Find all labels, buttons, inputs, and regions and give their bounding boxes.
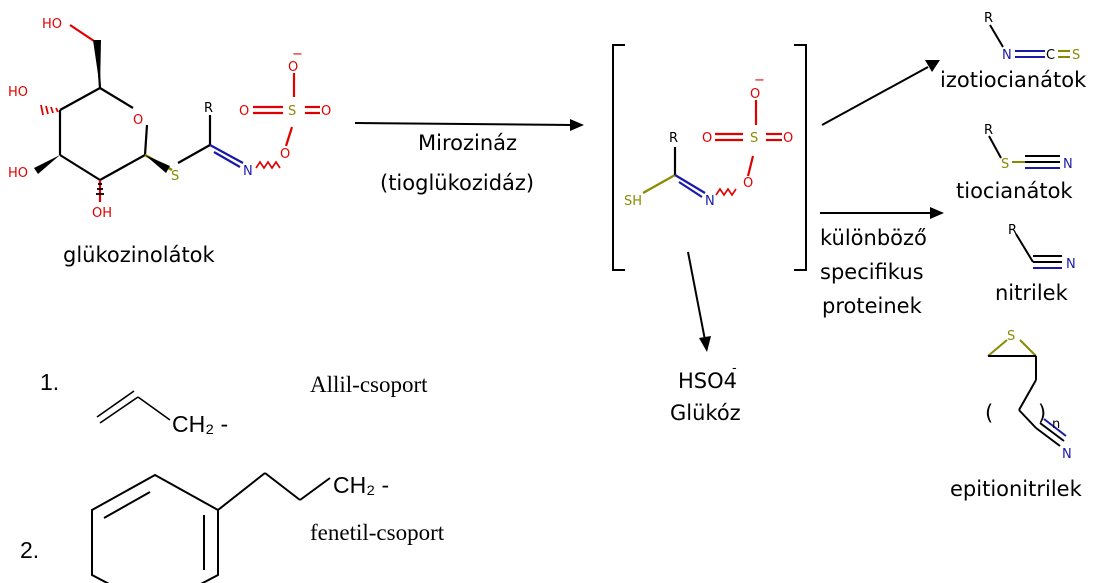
isothiocyanate-structure <box>989 24 1070 58</box>
atom-o-top-int: O <box>750 87 760 102</box>
atom-o-left: O <box>239 104 249 119</box>
thio-n: N <box>1063 157 1073 172</box>
proteins-label-2: specifikus <box>820 260 924 284</box>
iso-r: R <box>984 11 993 26</box>
example-2-formula: CH₂ - <box>333 472 389 498</box>
nitriles-label: nitrilek <box>995 281 1069 305</box>
example-2-number: 2. <box>20 537 39 563</box>
atom-r-int: R <box>669 131 678 146</box>
intermediate-structure <box>642 100 782 198</box>
example-1-formula: CH₂ - <box>172 411 228 437</box>
thio-r: R <box>984 123 993 138</box>
atom-ho-left: HO <box>8 85 28 100</box>
epithionitriles-label: epitionitrilek <box>950 477 1083 501</box>
iso-n: N <box>1002 48 1012 63</box>
hso4-charge: - <box>732 361 737 376</box>
epithionitrile-structure <box>987 339 1067 447</box>
example-2-name: fenetil-csoport <box>310 520 445 545</box>
atom-o-link: O <box>280 147 290 162</box>
atom-o-left-int: O <box>702 131 712 146</box>
atom-o-right: O <box>321 104 331 119</box>
charge-minus: − <box>292 47 303 62</box>
atom-oh-bottom: OH <box>92 206 112 221</box>
intermediate-bracket <box>612 44 807 271</box>
thiocyanate-structure <box>988 135 1060 169</box>
isothiocyanates-label: izotiocianátok <box>940 68 1087 92</box>
nitrile-structure <box>1015 233 1062 269</box>
glucosinolates-label: glükozinolátok <box>63 243 216 267</box>
epi-paren-close: ) <box>1038 401 1046 425</box>
myrosinase-arrow <box>354 122 573 126</box>
example-1-name: Allil-csoport <box>310 372 428 397</box>
nitrile-r: R <box>1008 223 1017 238</box>
glucose-label: Glükóz <box>670 401 741 425</box>
atom-sh: SH <box>624 194 642 209</box>
atom-n: N <box>243 164 253 179</box>
byproduct-arrow <box>687 251 706 341</box>
atom-ho-bottom-left: HO <box>8 166 28 181</box>
atom-n-int: N <box>705 194 715 209</box>
atom-ho-top: HO <box>42 17 62 32</box>
atom-o-top: O <box>288 60 298 75</box>
allyl-structure <box>96 390 171 424</box>
iso-c: C <box>1046 48 1055 63</box>
thio-s: S <box>1001 157 1009 172</box>
epi-paren-open: ( <box>985 401 993 425</box>
nitrile-n: N <box>1066 257 1076 272</box>
atom-r: R <box>204 101 213 116</box>
atom-o-ring: O <box>133 113 143 128</box>
thiocyanates-label: tiocianátok <box>956 179 1073 203</box>
iso-s: S <box>1072 48 1080 63</box>
atom-o-link-int: O <box>743 176 753 191</box>
hso4-label: HSO4 <box>678 369 737 393</box>
isothiocyanate-arrow <box>821 66 929 126</box>
epi-s: S <box>1007 329 1015 344</box>
epi-n-sub: n <box>1052 417 1060 432</box>
proteins-label-1: különböző <box>820 226 927 250</box>
enzyme-label: Mirozináz <box>418 131 517 155</box>
proteins-label-3: proteinek <box>822 294 923 318</box>
atom-s-int: S <box>750 131 758 146</box>
charge-minus-int: − <box>754 73 765 88</box>
enzyme-label-alt: (tioglükozidáz) <box>380 171 534 195</box>
atom-s-sulfate: S <box>288 104 296 119</box>
atom-s-thio: S <box>171 169 179 184</box>
example-1-number: 1. <box>40 369 59 395</box>
glucosinolate-structure <box>58 24 320 202</box>
atom-o-right-int: O <box>783 131 793 146</box>
phenethyl-structure <box>91 472 331 583</box>
epi-n: N <box>1062 447 1072 462</box>
